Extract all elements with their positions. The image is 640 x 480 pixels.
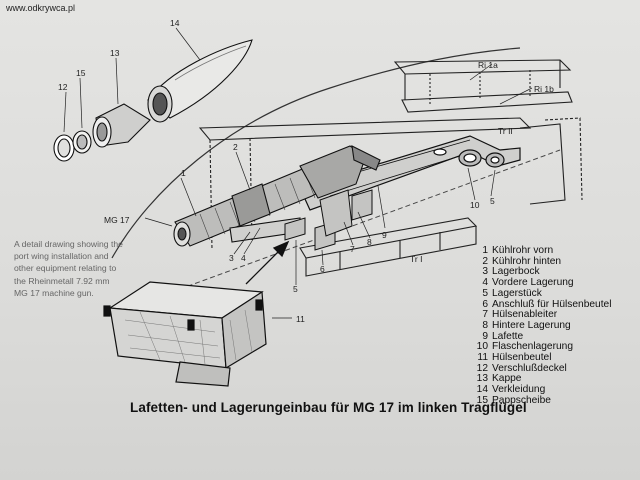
label-n9: 9 [382, 230, 387, 240]
legend-item: 15 Pappscheibe [474, 394, 611, 407]
label-n5b: 5 [490, 196, 495, 206]
legend-number: 15 [476, 394, 488, 406]
legend-number: 10 [476, 341, 488, 353]
leader-lines [63, 27, 533, 319]
legend-item: 4 Vordere Lagerung [474, 277, 611, 289]
legend-text: Pappscheibe [492, 394, 551, 406]
mg17-machine-gun [173, 145, 381, 247]
english-caption: A detail drawing showing the port wing i… [14, 239, 123, 298]
legend-text: Kappe [492, 373, 522, 385]
legend-text: Flaschenlagerung [492, 341, 573, 353]
label-n13: 13 [110, 48, 120, 58]
legend-number: 2 [482, 255, 488, 267]
legend-number: 7 [482, 309, 488, 321]
spar-ri1 [393, 59, 573, 113]
legend-item: 2 Kühlrohr hinten [474, 255, 611, 268]
legend-item: 6 Anschluß für Hülsenbeutel [474, 298, 612, 311]
legend-number: 3 [482, 266, 488, 278]
legend-number: 12 [476, 362, 488, 374]
legend-item: 3 Lagerbock [474, 267, 611, 278]
legend-item: 12 Verschlußdeckel [474, 362, 611, 375]
pointer-arrow [245, 240, 290, 285]
watermark: www.odkrywca.pl [6, 3, 76, 13]
label-n4: 4 [241, 253, 246, 263]
legend-text: Lafette [492, 330, 524, 342]
legend-number: 9 [482, 330, 488, 342]
spar-tr1 [299, 217, 478, 277]
legend-item: 5 Lagerstück [474, 287, 611, 300]
label-n3: 3 [229, 253, 234, 263]
legend-text: Hülsenbeutel [492, 352, 552, 364]
legend-number: 5 [482, 287, 488, 299]
legend-text: Lagerstück [492, 287, 542, 299]
legend-text: Anschluß für Hülsenbeutel [492, 298, 612, 310]
label-n11: 11 [296, 314, 305, 324]
legend-number: 6 [482, 298, 488, 310]
bearing-blocks [284, 189, 373, 251]
legend-number: 4 [482, 277, 488, 289]
legend-item: 9 Lafette [474, 330, 611, 343]
legend-item: 10 Flaschenlagerung [474, 341, 611, 353]
label-tr1: Tr I [410, 254, 422, 264]
gun-mount-rail [299, 135, 521, 211]
label-ri1b: Ri 1b [534, 84, 554, 94]
label-n6: 6 [320, 264, 325, 274]
wing-outline [111, 47, 521, 259]
legend-item: 7 Hülsenableiter [474, 309, 611, 321]
legend-number: 13 [476, 373, 488, 385]
label-ri1a: Ri 1a [478, 60, 498, 70]
legend-text: Hülsenableiter [492, 309, 558, 321]
label-n5: 5 [293, 284, 298, 294]
legend-text: Hintere Lagerung [492, 319, 571, 331]
label-n14: 14 [170, 18, 180, 28]
label-n7: 7 [350, 244, 355, 254]
label-n15: 15 [76, 68, 86, 78]
wing-trailing-edge [149, 149, 561, 301]
label-mg17: MG 17 [104, 215, 130, 225]
legend-text: Lagerbock [492, 266, 540, 278]
legend-item: 1 Kühlrohr vorn [474, 245, 611, 257]
legend-text: Kühlrohr vorn [492, 245, 554, 256]
legend-item: 8 Hintere Lagerung [474, 319, 611, 332]
legend-text: Verschlußdeckel [492, 362, 567, 374]
cowling-parts [53, 39, 253, 162]
legend-item: 11 Hülsenbeutel [474, 352, 611, 364]
shell-bag [103, 281, 267, 387]
legend-number: 8 [482, 319, 488, 331]
label-n1: 1 [181, 168, 186, 178]
label-n12: 12 [58, 82, 68, 92]
legend-number: 11 [477, 352, 488, 364]
legend-text: Kühlrohr hinten [492, 255, 562, 267]
german-title: Lafetten- und Lagerungeinbau für MG 17 i… [130, 400, 527, 415]
label-n10: 10 [470, 200, 480, 210]
legend-text: Verkleidung [492, 384, 546, 396]
legend-text: Vordere Lagerung [492, 277, 574, 289]
label-tr2: Tr II [498, 126, 513, 136]
label-n8: 8 [367, 237, 372, 247]
legend-item: 14 Verkleidung [474, 384, 611, 396]
legend-number: 14 [476, 384, 488, 396]
legend-item: 13 Kappe [474, 374, 611, 385]
legend-number: 1 [482, 245, 488, 256]
parts-legend: 1 Kühlrohr vorn 2 Kühlrohr hinten 3 Lagerbock… [474, 245, 612, 407]
label-n2: 2 [233, 142, 238, 152]
